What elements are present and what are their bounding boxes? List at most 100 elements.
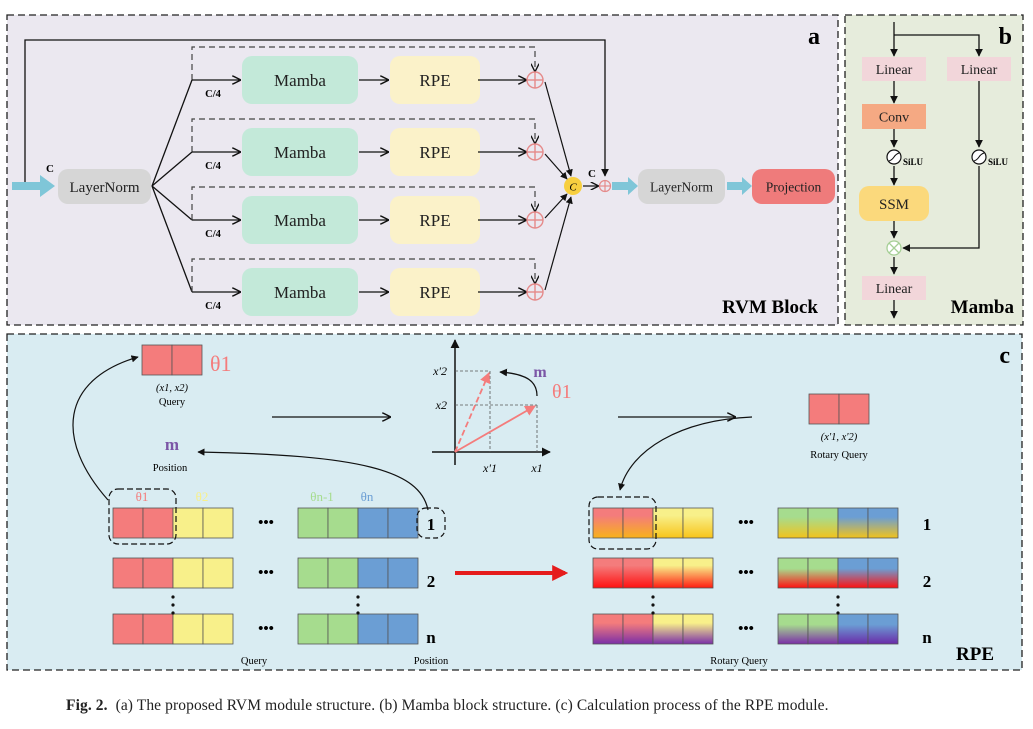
- branch-channel-label: C/4: [205, 229, 222, 240]
- rotary-pair-coords: (x'1, x'2): [821, 432, 858, 443]
- query-grid-label: Query: [241, 656, 268, 667]
- query-row-2: •••: [112, 557, 419, 589]
- silu-right-label: SiLU: [988, 157, 1009, 167]
- mamba-block: [242, 268, 358, 316]
- layernorm-output-block: [638, 169, 725, 204]
- rotary-cell: [652, 507, 684, 539]
- position-label: Position: [153, 463, 188, 474]
- rotary-cell: [652, 613, 684, 645]
- mamba-block: [242, 196, 358, 244]
- mamba-label: Mamba: [274, 211, 326, 230]
- panel-c-letter: c: [999, 343, 1010, 369]
- ellipsis: •••: [738, 515, 754, 531]
- position-index-label: 1: [427, 515, 436, 534]
- query-pair-coords: (x1, x2): [156, 383, 189, 394]
- ellipsis: •••: [258, 515, 274, 531]
- residual-skip-connection: [24, 39, 609, 186]
- query-cell: [387, 557, 419, 589]
- query-cell: [387, 613, 419, 645]
- branch-3: C/4 Mamba RPE: [191, 186, 544, 244]
- caption-prefix: Fig. 2.: [66, 697, 108, 714]
- rotary-cell: [837, 557, 869, 589]
- projection-label: Projection: [766, 180, 822, 195]
- vertical-ellipsis-dot: [836, 595, 840, 599]
- theta-header-1: θ1: [136, 489, 149, 504]
- position-1-highlight-box: [416, 507, 446, 539]
- mamba-label: Mamba: [274, 143, 326, 162]
- rotary-cell: [682, 613, 714, 645]
- position-to-m-arrow: [197, 448, 429, 511]
- silu-left-icon: [886, 149, 902, 165]
- branch-merge-lines: [544, 81, 573, 291]
- position-index-label: n: [922, 628, 932, 647]
- rpe-block: [390, 196, 480, 244]
- panel-b-title: Mamba: [951, 297, 1015, 318]
- vertical-ellipsis-dot: [356, 595, 360, 599]
- query-row-3: •••: [112, 613, 419, 645]
- layernorm-input-label: LayerNorm: [70, 180, 140, 196]
- theta-to-query-arrow: [72, 355, 139, 501]
- position-index-label: 2: [427, 572, 436, 591]
- rpe-block: [390, 128, 480, 176]
- vertical-ellipsis-dot: [836, 611, 840, 615]
- query-cell: [327, 613, 359, 645]
- panel-b-mamba: b Mamba Linear Linear Conv SiLU: [844, 14, 1024, 326]
- theta-headers: θ1 θ2 θn-1 θn: [136, 489, 374, 504]
- rotary-query-grid: •••••••••: [592, 507, 899, 645]
- ellipsis: •••: [258, 565, 274, 581]
- query-pair-theta: θ1: [210, 351, 232, 376]
- add-icon: [526, 71, 544, 89]
- theta-header-n: θn: [361, 489, 374, 504]
- rotary-to-grid-arrow: [618, 416, 753, 491]
- concat-out-channel-label: C: [588, 168, 596, 180]
- vertical-ellipsis-dot: [836, 603, 840, 607]
- mamba-block: [242, 56, 358, 104]
- axis-label-x1-prime: x'1: [482, 461, 497, 475]
- blue-arrow-1: [612, 177, 638, 195]
- query-cell: [172, 613, 204, 645]
- concat-node: [564, 177, 582, 195]
- mamba-label: Mamba: [274, 283, 326, 302]
- vertical-ellipsis-dot: [651, 611, 655, 615]
- plot-m-label: m: [533, 364, 547, 381]
- layernorm-input-block: [58, 169, 151, 204]
- linear-right-label: Linear: [961, 63, 998, 78]
- multiply-icon: [886, 240, 902, 256]
- query-cell: [112, 557, 144, 589]
- rotary-row-1: •••: [592, 507, 899, 539]
- rotary-cell: [867, 557, 899, 589]
- rotary-cell: [837, 613, 869, 645]
- vertical-ellipsis-dot: [651, 595, 655, 599]
- rpe-label: RPE: [419, 143, 450, 162]
- panel-a-title: RVM Block: [722, 297, 818, 318]
- query-cell: [357, 507, 389, 539]
- branch-skip-connection: [191, 258, 535, 292]
- rotary-cell: [622, 613, 654, 645]
- vertical-ellipsis-dot: [651, 603, 655, 607]
- rpe-label: RPE: [419, 283, 450, 302]
- query-cell: [202, 557, 234, 589]
- ellipsis: •••: [258, 621, 274, 637]
- rpe-block: [390, 268, 480, 316]
- query-cell: [172, 507, 204, 539]
- add-icon: [526, 211, 544, 229]
- vertical-ellipsis-dot: [171, 595, 175, 599]
- rpe-block: [390, 56, 480, 104]
- rotary-cell: [867, 613, 899, 645]
- caption-text: (a) The proposed RVM module structure. (…: [115, 697, 829, 714]
- rpe-label: RPE: [419, 211, 450, 230]
- mamba-flow-lines: [890, 22, 983, 319]
- rotary-row-2: •••: [592, 557, 899, 589]
- axis-label-x2-prime: x'2: [432, 364, 447, 378]
- rotary-cell: [777, 613, 809, 645]
- rotary-cell: [592, 557, 624, 589]
- branch-skip-connection: [191, 118, 535, 152]
- rotary-cell: [837, 507, 869, 539]
- query-cell: [327, 507, 359, 539]
- vertical-ellipsis-dot: [356, 611, 360, 615]
- rotary-cell: [682, 507, 714, 539]
- query-cell: [297, 613, 329, 645]
- conv-label: Conv: [879, 111, 909, 126]
